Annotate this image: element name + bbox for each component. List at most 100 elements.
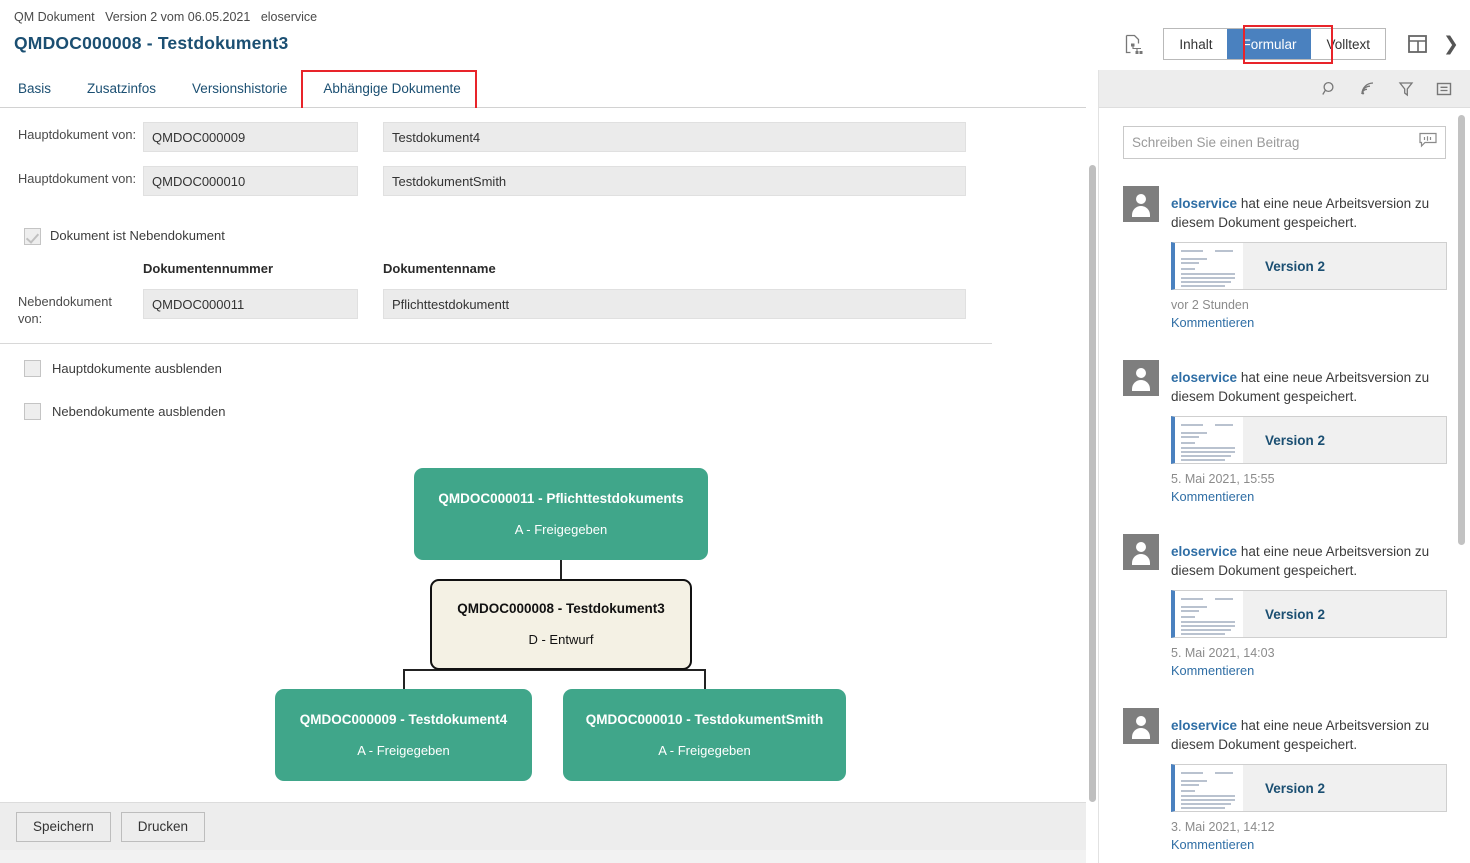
comment-bubble-icon[interactable]: [1419, 132, 1437, 153]
chevron-right-icon[interactable]: ❯: [1443, 33, 1459, 55]
search-icon[interactable]: [1320, 79, 1340, 99]
diagram-node-qmdoc000011[interactable]: QMDOC000011 - Pflichttestdokuments A - F…: [414, 468, 708, 560]
rss-feed-icon[interactable]: [1358, 79, 1378, 99]
view-button-inhalt[interactable]: Inhalt: [1164, 29, 1227, 59]
document-thumbnail-icon: [1175, 591, 1243, 637]
form-action-bar: Speichern Drucken: [0, 802, 1086, 850]
page-title-name: - Testdokument3: [146, 33, 289, 53]
row-label: Nebendokument von:: [18, 294, 112, 326]
connector-bus-to-right: [704, 669, 706, 691]
meta-user: eloservice: [260, 10, 318, 24]
feed-sidebar: Schreiben Sie einen Beitrag eloservice h…: [1099, 70, 1470, 863]
feed-comment-link[interactable]: Kommentieren: [1171, 489, 1255, 504]
feed-version-label: Version 2: [1265, 780, 1326, 796]
document-thumbnail-icon: [1175, 417, 1243, 463]
tab-abhaengige-dokumente[interactable]: Abhängige Dokumente: [323, 81, 461, 96]
diagram-node-qmdoc000009[interactable]: QMDOC000009 - Testdokument4 A - Freigege…: [275, 689, 532, 781]
view-mode-switcher: Inhalt Formular Volltext: [1163, 28, 1386, 60]
avatar: [1123, 186, 1159, 222]
feed-entry-user: eloservice: [1171, 370, 1238, 385]
column-header-dokumentennummer: Dokumentennummer: [143, 261, 274, 276]
feed-version-card[interactable]: Version 2: [1171, 590, 1447, 638]
feed-version-card[interactable]: Version 2: [1171, 416, 1447, 464]
nebendokumente-ausblenden-label: Nebendokumente ausblenden: [52, 404, 226, 419]
feed-entry-text: eloservice hat eine neue Arbeitsversion …: [1171, 356, 1449, 406]
feed-entry-text: eloservice hat eine neue Arbeitsversion …: [1171, 530, 1449, 580]
form-row-hauptdokument-2: Hauptdokument von: QMDOC000010 Testdokum…: [0, 166, 1000, 210]
section-divider: [0, 343, 992, 344]
list-view-icon[interactable]: [1434, 79, 1454, 99]
main-vertical-scrollbar-thumb[interactable]: [1089, 165, 1096, 802]
panel-divider: [1098, 70, 1099, 863]
feed-version-label: Version 2: [1265, 432, 1326, 448]
filter-row-hauptdokumente: Hauptdokumente ausblenden: [0, 359, 600, 383]
node-title: QMDOC000009 - Testdokument4: [299, 711, 508, 727]
tab-bar: Basis Zusatzinfos Versionshistorie Abhän…: [0, 70, 1086, 108]
feed-version-label: Version 2: [1265, 606, 1326, 622]
feed-version-card[interactable]: Version 2: [1171, 764, 1447, 812]
feed-entry: eloservice hat eine neue Arbeitsversion …: [1099, 692, 1459, 852]
diagram-node-qmdoc000010[interactable]: QMDOC000010 - TestdokumentSmith A - Frei…: [563, 689, 846, 781]
page-title-number: QMDOC000008: [14, 33, 142, 53]
tab-zusatzinfos[interactable]: Zusatzinfos: [87, 81, 157, 96]
document-relationship-diagram: QMDOC000011 - Pflichttestdokuments A - F…: [0, 108, 1086, 802]
layout-panel-icon[interactable]: [1402, 31, 1432, 57]
feed-comment-link[interactable]: Kommentieren: [1171, 663, 1255, 678]
hauptdokument-1-number[interactable]: QMDOC000009: [143, 122, 358, 152]
column-header-dokumentenname: Dokumentenname: [383, 261, 496, 276]
filter-icon[interactable]: [1396, 79, 1416, 99]
feed-entry-text: eloservice hat eine neue Arbeitsversion …: [1171, 182, 1449, 232]
node-title: QMDOC000010 - TestdokumentSmith: [585, 711, 824, 727]
document-thumbnail-icon: [1175, 765, 1243, 811]
form-row-nebendokument: Nebendokument von: QMDOC000011 Pflichtte…: [0, 289, 1000, 333]
feed-entry-message: hat eine neue Arbeitsversion zu diesem D…: [1171, 718, 1430, 752]
feed-entry: eloservice hat eine neue Arbeitsversion …: [1099, 344, 1459, 504]
document-meta: QM Dokument Version 2 vom 06.05.2021 elo…: [14, 10, 324, 24]
nebendokument-number[interactable]: QMDOC000011: [143, 289, 358, 319]
feed-entry-list: eloservice hat eine neue Arbeitsversion …: [1099, 170, 1459, 852]
nebendokument-checkbox-label: Dokument ist Nebendokument: [50, 228, 225, 243]
tab-basis[interactable]: Basis: [18, 81, 52, 96]
diagram-node-qmdoc000008[interactable]: QMDOC000008 - Testdokument3 D - Entwurf: [430, 579, 692, 670]
nebendokumente-ausblenden-checkbox[interactable]: [24, 403, 41, 420]
feed-entry-user: eloservice: [1171, 196, 1238, 211]
avatar: [1123, 708, 1159, 744]
view-button-formular[interactable]: Formular: [1227, 29, 1312, 59]
avatar: [1123, 534, 1159, 570]
feed-entry-time: 5. Mai 2021, 15:55: [1171, 472, 1275, 486]
form-row-hauptdokument-1: Hauptdokument von: QMDOC000009 Testdokum…: [0, 122, 1000, 166]
nebendokument-name[interactable]: Pflichttestdokumentt: [383, 289, 966, 319]
nebendokument-checkbox[interactable]: [24, 228, 41, 245]
row-label: Hauptdokument von:: [18, 127, 137, 142]
feed-scrollbar-thumb[interactable]: [1458, 115, 1465, 545]
feed-compose-input[interactable]: Schreiben Sie einen Beitrag: [1123, 126, 1446, 159]
save-button[interactable]: Speichern: [16, 811, 111, 842]
horizontal-scrollbar-track[interactable]: [0, 850, 1086, 863]
feed-toolbar: [1099, 70, 1470, 108]
view-button-volltext[interactable]: Volltext: [1311, 29, 1385, 59]
print-button[interactable]: Drucken: [120, 811, 206, 842]
feed-entry-time: 5. Mai 2021, 14:03: [1171, 646, 1275, 660]
header-actions: Inhalt Formular Volltext ❯: [1119, 28, 1462, 60]
document-tree-icon[interactable]: [1119, 31, 1149, 57]
meta-type: QM Dokument: [14, 10, 95, 24]
hauptdokument-2-name[interactable]: TestdokumentSmith: [383, 166, 966, 196]
feed-entry-message: hat eine neue Arbeitsversion zu diesem D…: [1171, 196, 1430, 230]
node-status: A - Freigegeben: [357, 742, 450, 758]
tab-versionshistorie[interactable]: Versionshistorie: [192, 81, 288, 96]
feed-entry-message: hat eine neue Arbeitsversion zu diesem D…: [1171, 370, 1430, 404]
hauptdokumente-ausblenden-checkbox[interactable]: [24, 360, 41, 377]
feed-comment-link[interactable]: Kommentieren: [1171, 315, 1255, 330]
feed-version-card[interactable]: Version 2: [1171, 242, 1447, 290]
node-title: QMDOC000008 - Testdokument3: [457, 601, 665, 617]
feed-entry-text: eloservice hat eine neue Arbeitsversion …: [1171, 704, 1449, 754]
filter-row-nebendokumente: Nebendokumente ausblenden: [0, 402, 600, 426]
hauptdokument-1-name[interactable]: Testdokument4: [383, 122, 966, 152]
form-content-area: Hauptdokument von: QMDOC000009 Testdokum…: [0, 108, 1086, 802]
node-status: A - Freigegeben: [658, 742, 751, 758]
feed-comment-link[interactable]: Kommentieren: [1171, 837, 1255, 852]
hauptdokument-2-number[interactable]: QMDOC000010: [143, 166, 358, 196]
connector-bus-to-left: [403, 669, 405, 691]
document-header: QM Dokument Version 2 vom 06.05.2021 elo…: [0, 0, 1470, 70]
